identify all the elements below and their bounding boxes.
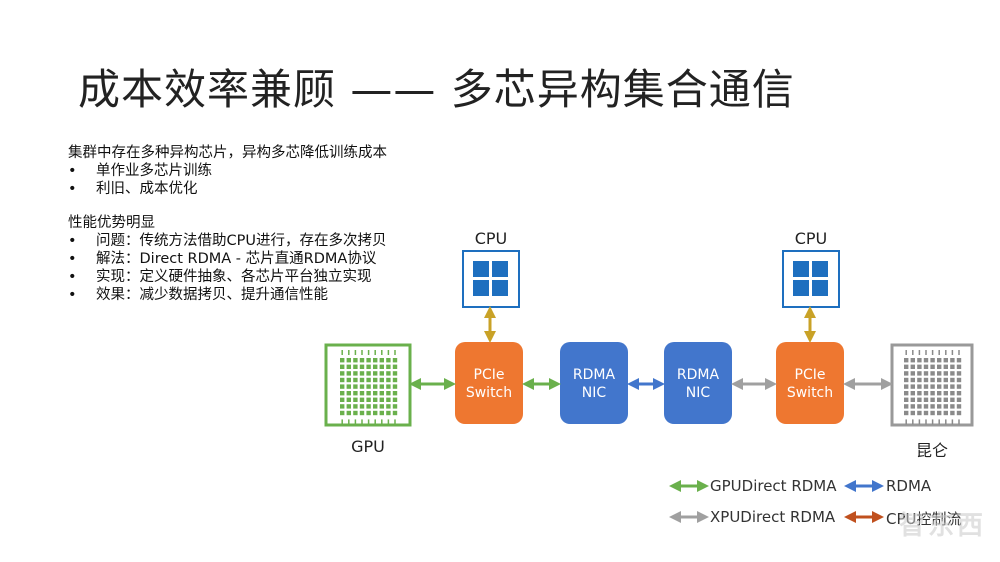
section1-heading: 集群中存在多种异构芯片，异构多芯降低训练成本 <box>68 145 387 161</box>
legend-cpu-control: CPU控制流 <box>886 510 962 528</box>
cpu-left-label: CPU <box>474 229 508 248</box>
gpu-chip-icon <box>324 343 412 427</box>
section2-bullet-3: •实现：定义硬件抽象、各芯片平台独立实现 <box>68 269 372 285</box>
section2-bullet-1: •问题：传统方法借助CPU进行，存在多次拷贝 <box>68 233 387 249</box>
pcie-switch-right-box <box>776 342 844 424</box>
cpu-right-label: CPU <box>794 229 828 248</box>
section2-bullet-2: •解法：Direct RDMA - 芯片直通RDMA协议 <box>68 251 377 267</box>
section1-bullet-1: •单作业多芯片训练 <box>68 163 212 179</box>
section1-bullet-2: •利旧、成本优化 <box>68 181 198 197</box>
cpu-right-icon <box>782 250 840 308</box>
kunlun-chip-icon <box>890 343 974 427</box>
rdma-nic-right-box <box>664 342 732 424</box>
kunlun-label: 昆仑 <box>915 441 949 460</box>
watermark-logo: 智东西 <box>898 511 986 541</box>
page-title: 成本效率兼顾 —— 多芯异构集合通信 <box>78 65 795 114</box>
legend-xpudirect: XPUDirect RDMA <box>710 508 836 526</box>
section2-heading: 性能优势明显 <box>68 215 155 231</box>
rdma-nic-left-box <box>560 342 628 424</box>
legend-gpudirect: GPUDirect RDMA <box>710 477 837 495</box>
pcie-switch-left-box <box>455 342 523 424</box>
section2-bullet-4: •效果：减少数据拷贝、提升通信性能 <box>68 287 328 303</box>
legend-rdma: RDMA <box>886 477 932 495</box>
gpu-label: GPU <box>351 437 385 456</box>
cpu-left-icon <box>462 250 520 308</box>
